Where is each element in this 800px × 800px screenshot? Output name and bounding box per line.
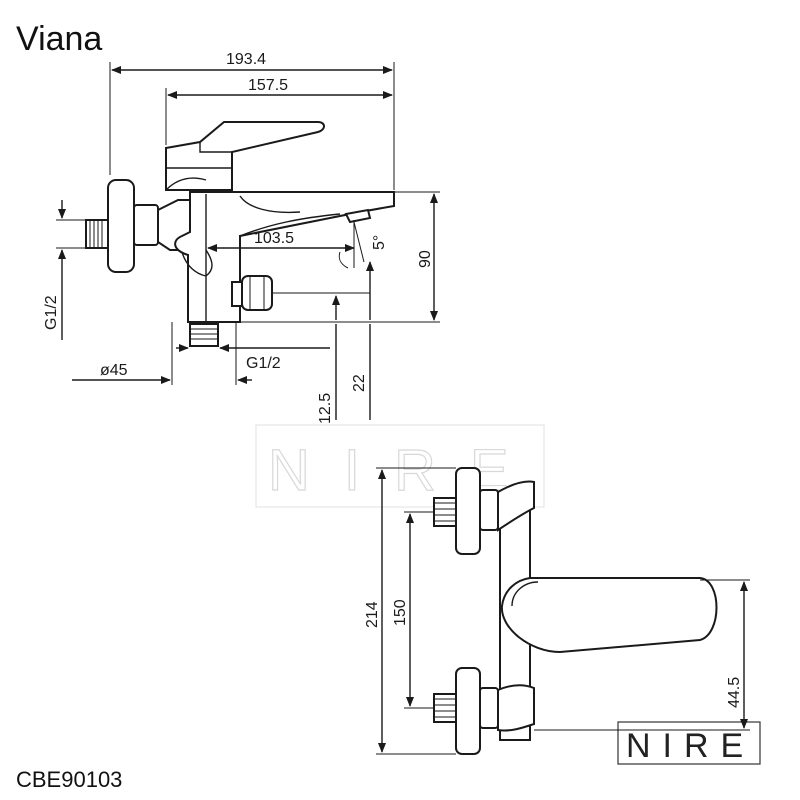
dim-total-height-front: 214 — [364, 601, 381, 628]
dim-spout-length: 157.5 — [248, 77, 288, 94]
side-view-dimensions — [56, 62, 440, 420]
side-view-labels: 193.4 157.5 103.5 5° 90 G1/2 ø45 G1/2 12… — [43, 51, 434, 424]
side-view — [85, 121, 395, 347]
front-view-labels: 214 150 44.5 — [364, 599, 743, 708]
dim-spout-reach: 103.5 — [254, 230, 294, 247]
front-view-dimensions — [376, 467, 750, 755]
dim-spout-height-front: 44.5 — [726, 677, 743, 708]
dim-offset-large: 22 — [351, 374, 368, 392]
dim-center-distance: 150 — [392, 599, 409, 626]
product-code: CBE90103 — [16, 767, 122, 792]
dim-spout-angle: 5° — [371, 235, 388, 250]
dim-overall-length: 193.4 — [226, 51, 266, 68]
dim-thread-bottom: G1/2 — [246, 355, 281, 372]
dim-flange-diameter: ø45 — [100, 362, 128, 379]
dim-offset-small: 12.5 — [317, 393, 334, 424]
product-title: Viana — [16, 20, 102, 58]
dim-height: 90 — [417, 250, 434, 268]
brand-logo: NIRE — [617, 721, 761, 765]
front-view — [433, 467, 718, 755]
svg-text:NIRE: NIRE — [626, 727, 755, 765]
dim-thread-left: G1/2 — [43, 295, 60, 330]
